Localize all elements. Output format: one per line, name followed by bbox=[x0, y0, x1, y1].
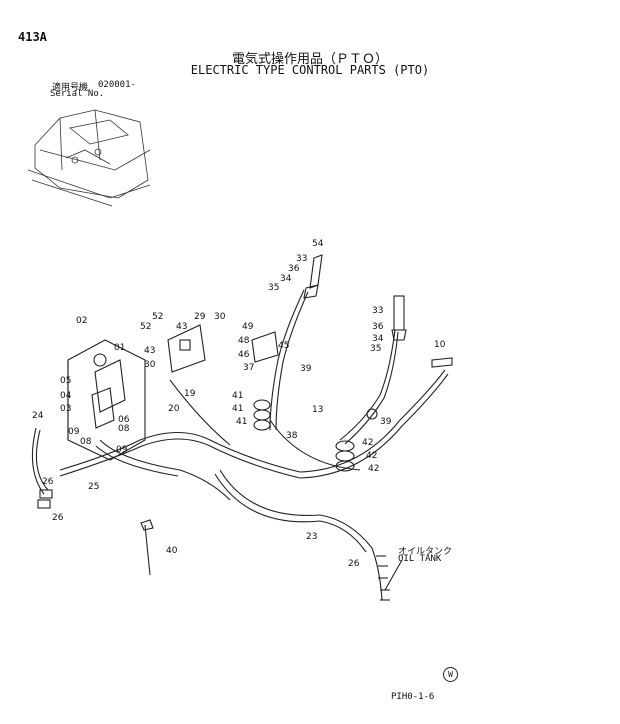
page-title-japanese: 電気式操作用品（ＰＴＯ） bbox=[231, 52, 388, 67]
connector-10 bbox=[431, 357, 453, 368]
callout-42: 42 bbox=[366, 451, 377, 461]
callout-36: 36 bbox=[288, 264, 300, 274]
relay-assembly bbox=[167, 324, 279, 373]
callout-33: 33 bbox=[372, 306, 383, 316]
callout-09: 09 bbox=[68, 427, 80, 437]
callout-30: 30 bbox=[214, 312, 226, 322]
callout-26: 26 bbox=[348, 559, 360, 569]
callout-33: 33 bbox=[296, 254, 307, 264]
joystick-left bbox=[303, 254, 323, 299]
drawing-code: PIH0-1-6 bbox=[391, 692, 435, 702]
callout-46: 46 bbox=[238, 350, 250, 360]
callout-34: 34 bbox=[372, 334, 384, 344]
callout-03: 03 bbox=[60, 404, 71, 414]
callout-52: 52 bbox=[152, 312, 163, 322]
callout-41: 41 bbox=[236, 417, 247, 427]
callout-06: 06 bbox=[118, 415, 130, 425]
serial-label: Serial No. bbox=[50, 89, 105, 99]
callout-09: 09 bbox=[116, 445, 128, 455]
callout-54: 54 bbox=[312, 239, 324, 249]
callout-48: 48 bbox=[238, 336, 250, 346]
callout-41: 41 bbox=[232, 391, 243, 401]
machine-thumbnail bbox=[27, 109, 151, 207]
callout-24: 24 bbox=[32, 411, 44, 421]
clamps bbox=[253, 399, 378, 472]
callout-40: 40 bbox=[166, 546, 178, 556]
callout-20: 20 bbox=[168, 404, 180, 414]
callout-52: 52 bbox=[140, 322, 151, 332]
oil-tank-label: OIL TANK bbox=[398, 554, 442, 564]
callout-26: 26 bbox=[52, 513, 64, 523]
callout-43: 43 bbox=[176, 322, 187, 332]
callout-49: 49 bbox=[242, 322, 254, 332]
callout-labels: 54 33 36 34 35 52 29 30 52 43 49 02 48 4… bbox=[32, 239, 446, 569]
corner-mark: W bbox=[443, 667, 458, 682]
serial-label-japanese: 適用号機 bbox=[52, 83, 89, 93]
callout-37: 37 bbox=[243, 363, 254, 373]
callout-39: 39 bbox=[380, 417, 392, 427]
callout-41: 41 bbox=[232, 404, 243, 414]
oil-tank-label-japanese: オイルタンク bbox=[398, 547, 453, 557]
callout-35: 35 bbox=[370, 344, 381, 354]
callout-13: 13 bbox=[312, 405, 323, 415]
callout-38: 38 bbox=[286, 431, 298, 441]
callout-43: 43 bbox=[144, 346, 155, 356]
cable-tie bbox=[140, 519, 154, 576]
wire-harness bbox=[31, 289, 449, 553]
joystick-right bbox=[391, 295, 407, 341]
callout-39: 39 bbox=[300, 364, 312, 374]
callout-34: 34 bbox=[280, 274, 292, 284]
callout-26: 26 bbox=[42, 477, 54, 487]
callout-05: 05 bbox=[60, 376, 71, 386]
page-number: 413A bbox=[18, 30, 47, 44]
oil-tank-sensor bbox=[371, 547, 403, 601]
callout-35: 35 bbox=[268, 283, 279, 293]
callout-08: 08 bbox=[118, 424, 130, 434]
callout-30: 30 bbox=[144, 360, 156, 370]
serial-number-range: 020001- bbox=[98, 80, 136, 90]
callout-23: 23 bbox=[306, 532, 317, 542]
callout-45: 45 bbox=[278, 341, 289, 351]
callout-04: 04 bbox=[60, 391, 72, 401]
callout-29: 29 bbox=[194, 312, 206, 322]
callout-42: 42 bbox=[368, 464, 379, 474]
callout-36: 36 bbox=[372, 322, 384, 332]
callout-08: 08 bbox=[80, 437, 92, 447]
callout-01: 01 bbox=[114, 343, 125, 353]
callout-10: 10 bbox=[434, 340, 446, 350]
connector-26-left bbox=[37, 489, 53, 509]
control-bracket bbox=[67, 339, 146, 461]
callout-19: 19 bbox=[184, 389, 196, 399]
callout-02: 02 bbox=[76, 316, 87, 326]
callout-42: 42 bbox=[362, 438, 373, 448]
callout-25: 25 bbox=[88, 482, 99, 492]
page-title: ELECTRIC TYPE CONTROL PARTS (PTO) bbox=[190, 63, 430, 77]
